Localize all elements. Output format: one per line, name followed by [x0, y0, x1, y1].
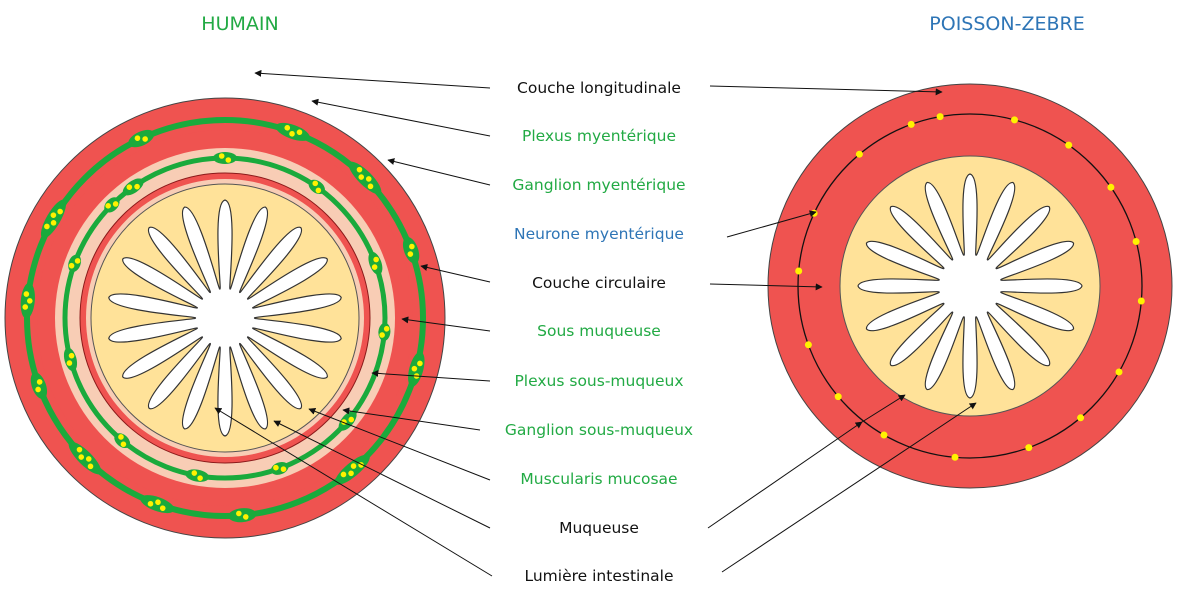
- zebrafish-cross-section: [768, 84, 1172, 488]
- arrow-ganglion-myenterique-human: [388, 160, 490, 185]
- label-muqueuse: Muqueuse: [559, 519, 639, 537]
- arrow-couche-longitudinale-fish: [710, 86, 942, 92]
- submucous-ganglion: [213, 152, 237, 164]
- title-zebrafish: POISSON-ZEBRE: [929, 13, 1084, 35]
- zebrafish-neuron: [1077, 414, 1084, 421]
- label-plexus-myenterique: Plexus myentérique: [522, 127, 676, 145]
- zebrafish-neuron: [1138, 298, 1145, 305]
- zebrafish-neuron: [835, 393, 842, 400]
- label-sous-muqueuse: Sous muqueuse: [537, 322, 661, 340]
- title-human: HUMAIN: [201, 13, 278, 35]
- zebrafish-neuron: [795, 268, 802, 275]
- zebrafish-neuron: [805, 341, 812, 348]
- neuron-dot: [226, 157, 232, 163]
- label-ganglion-myenterique: Ganglion myentérique: [512, 176, 685, 194]
- zebrafish-lumen: [858, 174, 1082, 398]
- human-cross-section: [5, 98, 445, 538]
- arrow-couche-longitudinale-human: [255, 73, 490, 88]
- zebrafish-neuron: [937, 113, 944, 120]
- label-muscularis-mucosae: Muscularis mucosae: [520, 470, 677, 488]
- zebrafish-neuron: [1065, 142, 1072, 149]
- zebrafish-neuron: [908, 121, 915, 128]
- arrow-muqueuse-fish: [708, 422, 862, 528]
- zebrafish-neuron: [1107, 184, 1114, 191]
- label-ganglion-sous-muqueux: Ganglion sous-muqueux: [505, 421, 693, 439]
- label-couche-circulaire: Couche circulaire: [532, 274, 666, 292]
- label-lumiere-intestinale: Lumière intestinale: [525, 567, 674, 585]
- zebrafish-neuron: [1011, 116, 1018, 123]
- zebrafish-neuron: [856, 151, 863, 158]
- zebrafish-neuron: [1025, 444, 1032, 451]
- label-plexus-sous-muqueux: Plexus sous-muqueux: [514, 372, 683, 390]
- zebrafish-neuron: [1116, 369, 1123, 376]
- label-neurone-myenterique: Neurone myentérique: [514, 225, 684, 243]
- label-couche-longitudinale: Couche longitudinale: [517, 79, 681, 97]
- neuron-dot: [219, 153, 225, 159]
- zebrafish-neuron: [881, 432, 888, 439]
- zebrafish-neuron: [952, 454, 959, 461]
- zebrafish-neuron: [1133, 238, 1140, 245]
